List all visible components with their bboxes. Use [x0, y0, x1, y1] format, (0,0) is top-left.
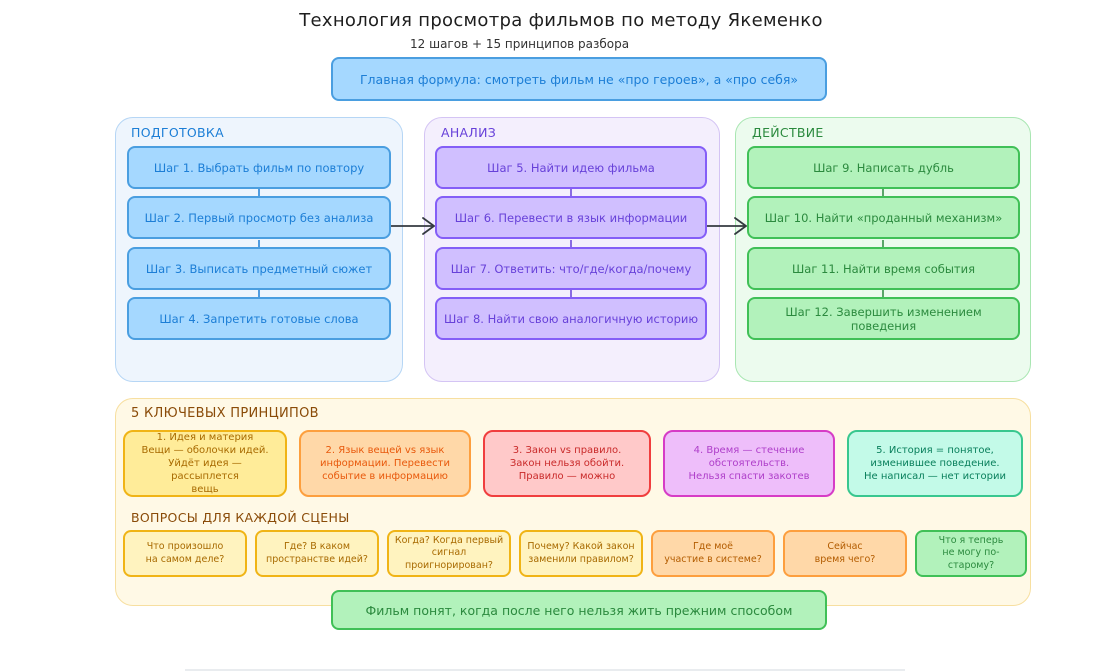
preparation-label: ПОДГОТОВКА	[131, 125, 224, 140]
final-statement-box: Фильм понят, когда после него нельзя жит…	[331, 590, 827, 630]
principle-1-box: 1. Идея и материя Вещи — оболочки идей. …	[123, 430, 287, 497]
main-formula-box: Главная формула: смотреть фильм не «про …	[331, 57, 827, 101]
action-label: ДЕЙСТВИЕ	[752, 125, 824, 140]
step-11-box: Шаг 11. Найти время события	[747, 247, 1020, 290]
analysis-label: АНАЛИЗ	[441, 125, 497, 140]
step-5-box: Шаг 5. Найти идею фильма	[435, 146, 707, 189]
question-1-box: Что произошло на самом деле?	[123, 530, 247, 577]
step-9-box: Шаг 9. Написать дубль	[747, 146, 1020, 189]
question-5-box: Где моё участие в системе?	[651, 530, 775, 577]
question-3-box: Когда? Когда первый сигнал проигнорирова…	[387, 530, 511, 577]
step-1-box: Шаг 1. Выбрать фильм по повтору	[127, 146, 391, 189]
step-6-box: Шаг 6. Перевести в язык информации	[435, 196, 707, 239]
step-2-box: Шаг 2. Первый просмотр без анализа	[127, 196, 391, 239]
page-subtitle: 12 шагов + 15 принципов разбора	[410, 37, 630, 51]
principle-4-box: 4. Время — стечение обстоятельств. Нельз…	[663, 430, 835, 497]
principles-label: 5 КЛЮЧЕВЫХ ПРИНЦИПОВ	[131, 406, 319, 421]
principle-2-box: 2. Язык вещей vs язык информации. Переве…	[299, 430, 471, 497]
principle-3-box: 3. Закон vs правило. Закон нельзя обойти…	[483, 430, 651, 497]
step-8-box: Шаг 8. Найти свою аналогичную историю	[435, 297, 707, 340]
question-4-box: Почему? Какой закон заменили правилом?	[519, 530, 643, 577]
question-6-box: Сейчас время чего?	[783, 530, 907, 577]
question-7-box: Что я теперь не могу по-старому?	[915, 530, 1027, 577]
bottom-divider	[185, 669, 905, 671]
step-4-box: Шаг 4. Запретить готовые слова	[127, 297, 391, 340]
questions-label: ВОПРОСЫ ДЛЯ КАЖДОЙ СЦЕНЫ	[131, 510, 350, 525]
step-10-box: Шаг 10. Найти «проданный механизм»	[747, 196, 1020, 239]
page-title: Технология просмотра фильмов по методу Я…	[299, 10, 823, 31]
step-12-box: Шаг 12. Завершить изменением поведения	[747, 297, 1020, 340]
step-3-box: Шаг 3. Выписать предметный сюжет	[127, 247, 391, 290]
question-2-box: Где? В каком пространстве идей?	[255, 530, 379, 577]
step-7-box: Шаг 7. Ответить: что/где/когда/почему	[435, 247, 707, 290]
principle-5-box: 5. История = понятое, изменившее поведен…	[847, 430, 1023, 497]
